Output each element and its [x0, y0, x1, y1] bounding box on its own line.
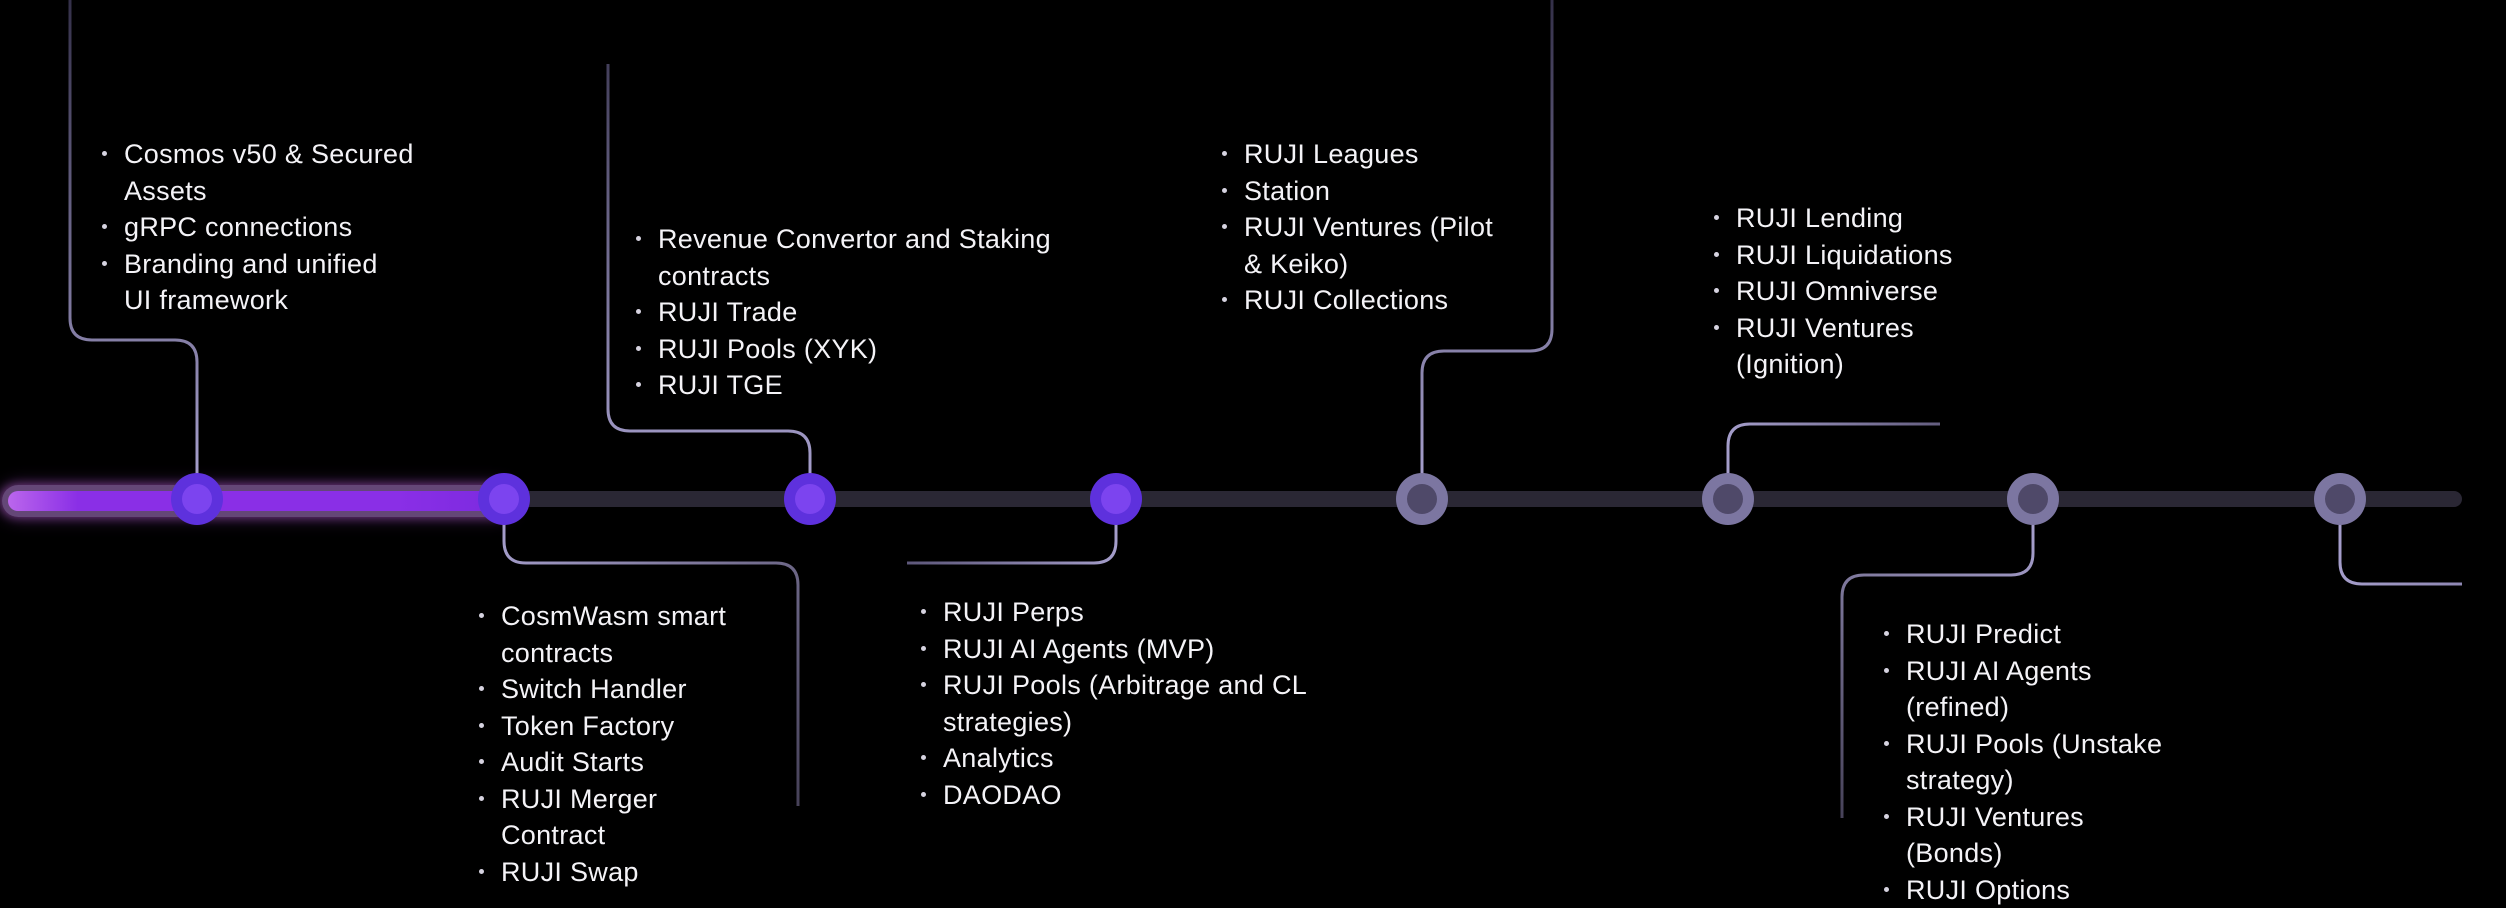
milestone-node-core [182, 484, 212, 514]
roadmap-item-text: DAODAO [943, 779, 1062, 810]
roadmap-item: RUJI Pools (Arbitrage and CL strategies) [915, 667, 1307, 740]
roadmap-item-text: RUJI TGE [658, 370, 783, 400]
roadmap-item: DAODAO [915, 777, 1307, 814]
milestone-node-core [1101, 484, 1131, 514]
roadmap-item-text: Cosmos v50 & Secured Assets [124, 139, 414, 206]
roadmap-item: RUJI Leagues [1216, 136, 1493, 173]
milestone-node-core [795, 484, 825, 514]
roadmap-item-text: RUJI Ventures (Ignition) [1736, 312, 1914, 380]
connector-block6 [907, 522, 1118, 565]
roadmap-item: Switch Handler [473, 671, 726, 708]
milestone-node-3 [784, 473, 836, 525]
roadmap-item: RUJI Pools (Unstake strategy) [1878, 726, 2162, 799]
roadmap-item-text: RUJI Perps [943, 597, 1085, 627]
roadmap-item-text: RUJI Leagues [1244, 139, 1419, 169]
roadmap-item-text: RUJI Merger Contract [501, 783, 658, 851]
timeline-progress-bar [2, 485, 512, 517]
roadmap-item: RUJI AI Agents (MVP) [915, 631, 1307, 668]
roadmap-item-text: RUJI Collections [1244, 285, 1449, 315]
roadmap-item: RUJI Omniverse [1708, 273, 1953, 310]
connector-node8 [2338, 522, 2462, 586]
roadmap-item-text: RUJI Trade [658, 297, 798, 327]
milestone-node-core [2325, 484, 2355, 514]
roadmap-item: Token Factory [473, 708, 726, 745]
roadmap-item: RUJI Ventures (Bonds) [1878, 799, 2162, 872]
milestone-node-4 [1090, 473, 1142, 525]
roadmap-item-text: RUJI Pools (Unstake strategy) [1906, 728, 2163, 796]
roadmap-item-text: gRPC connections [124, 212, 353, 242]
milestone-list-1: Cosmos v50 & Secured Assets gRPC connecti… [96, 136, 414, 319]
roadmap-item: RUJI Swap [473, 854, 726, 891]
roadmap-item-text: RUJI Liquidations [1736, 239, 1953, 270]
roadmap-item-text: Analytics [943, 743, 1054, 773]
roadmap-item-text: RUJI Ventures (Bonds) [1906, 801, 2084, 869]
roadmap-item: Branding and unified UI framework [96, 246, 414, 319]
roadmap-item: RUJI Trade [630, 294, 1051, 331]
roadmap-item-text: RUJI Swap [501, 856, 639, 887]
roadmap-item-text: Audit Starts [501, 747, 645, 777]
roadmap-item: RUJI Options [1878, 872, 2162, 908]
roadmap-item: RUJI AI Agents (refined) [1878, 653, 2162, 726]
timeline-progress-core [8, 491, 506, 511]
roadmap-item: Analytics [915, 740, 1307, 777]
roadmap-item: Audit Starts [473, 744, 726, 781]
roadmap-item-text: CosmWasm smart contracts [501, 601, 727, 668]
roadmap-item: Cosmos v50 & Secured Assets [96, 136, 414, 209]
connector-block3 [1420, 0, 1554, 476]
roadmap-item: RUJI Liquidations [1708, 237, 1953, 274]
roadmap-item: CosmWasm smart contracts [473, 598, 726, 671]
milestone-node-core [1713, 484, 1743, 514]
milestone-node-1 [171, 473, 223, 525]
roadmap-item: RUJI Perps [915, 594, 1307, 631]
roadmap-item-text: RUJI Pools (XYK) [658, 333, 878, 364]
roadmap-item: RUJI Ventures (Ignition) [1708, 310, 1953, 383]
roadmap-item: Revenue Convertor and Staking contracts [630, 221, 1051, 294]
roadmap-item: RUJI Merger Contract [473, 781, 726, 854]
roadmap-item: RUJI Pools (XYK) [630, 331, 1051, 368]
milestone-node-7 [2007, 473, 2059, 525]
roadmap-item-text: RUJI Pools (Arbitrage and CL strategies) [943, 670, 1308, 737]
connector-block7 [1840, 522, 2035, 818]
roadmap-item-text: Token Factory [501, 710, 675, 741]
roadmap-item-text: RUJI Predict [1906, 619, 2062, 649]
roadmap-item-text: RUJI Options [1906, 874, 2071, 905]
connector-block4 [1726, 422, 1940, 476]
milestone-node-5 [1396, 473, 1448, 525]
roadmap-item: RUJI Predict [1878, 616, 2162, 653]
milestone-node-core [489, 484, 519, 514]
milestone-node-2 [478, 473, 530, 525]
roadmap-item-text: RUJI Lending [1736, 203, 1904, 233]
timeline-track [40, 491, 2462, 507]
connector-block2 [606, 64, 812, 476]
roadmap-item: RUJI TGE [630, 367, 1051, 404]
roadmap-item-text: Revenue Convertor and Staking contracts [658, 224, 1051, 291]
roadmap-item-text: Station [1244, 175, 1331, 206]
roadmap-item: RUJI Ventures (Pilot & Keiko) [1216, 209, 1493, 282]
roadmap-item: RUJI Lending [1708, 200, 1953, 237]
connector-block5 [502, 522, 800, 806]
roadmap-item-text: RUJI AI Agents (refined) [1906, 655, 2092, 723]
milestone-node-8 [2314, 473, 2366, 525]
roadmap-item-text: RUJI Ventures (Pilot & Keiko) [1244, 212, 1494, 279]
roadmap-item-text: Switch Handler [501, 674, 687, 704]
milestone-node-core [2018, 484, 2048, 514]
roadmap-item: Station [1216, 173, 1493, 210]
roadmap-item: RUJI Collections [1216, 282, 1493, 319]
roadmap-item-text: Branding and unified UI framework [124, 248, 378, 316]
milestone-node-6 [1702, 473, 1754, 525]
roadmap-item: gRPC connections [96, 209, 414, 246]
connector-block1 [68, 0, 199, 476]
milestone-node-core [1407, 484, 1437, 514]
roadmap-item-text: RUJI Omniverse [1736, 276, 1939, 306]
roadmap-item-text: RUJI AI Agents (MVP) [943, 633, 1215, 664]
